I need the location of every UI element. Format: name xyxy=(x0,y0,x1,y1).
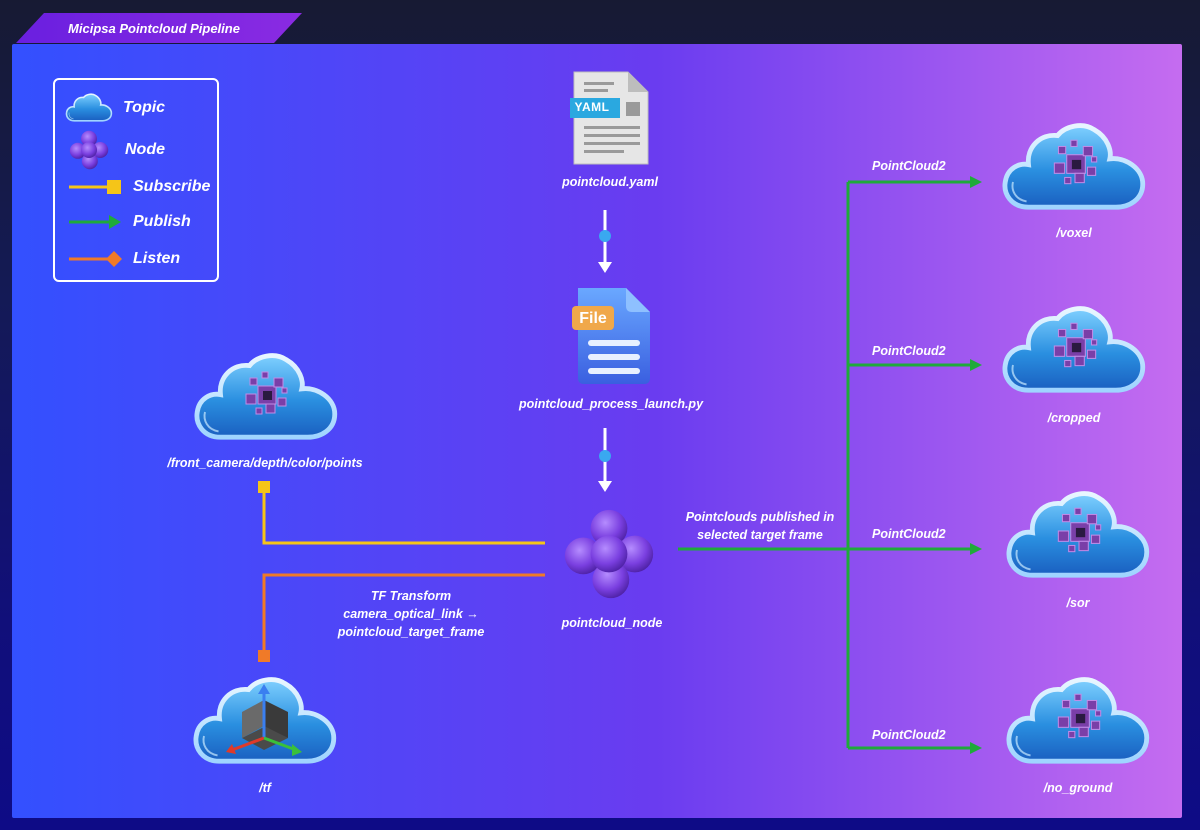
yaml-to-launch-dot xyxy=(599,230,611,242)
listen-terminal xyxy=(258,650,270,662)
pointcloud2-label-sor: PointCloud2 xyxy=(872,527,946,541)
yaml-file-icon xyxy=(570,71,649,165)
listen-line-icon xyxy=(69,251,122,267)
legend-node-label: Node xyxy=(125,141,165,158)
voxel-topic-label: /voxel xyxy=(1056,226,1092,240)
tf-topic-label: /tf xyxy=(259,781,271,795)
input-topic-cloud-icon xyxy=(192,352,340,444)
publish-arrow-icon xyxy=(69,215,121,229)
axes-icon xyxy=(226,684,302,756)
input-topic-label: /front_camera/depth/color/points xyxy=(167,456,363,470)
publish-edge-label-line1: Pointclouds published in xyxy=(685,510,835,524)
tf-edge-label-line1: TF Transform xyxy=(370,589,452,603)
sor-topic-label: /sor xyxy=(1066,596,1090,610)
pointcloud2-label-cropped: PointCloud2 xyxy=(872,344,946,358)
legend-listen-label: Listen xyxy=(133,250,181,267)
cropped-topic-cloud-icon xyxy=(1000,305,1148,397)
diagram-title: Micipsa Pointcloud Pipeline xyxy=(68,20,240,36)
legend-publish: Publish xyxy=(65,207,191,237)
pointcloud-node-icon xyxy=(564,509,654,599)
legend: Topic Node Subscribe Publish Listen xyxy=(53,78,219,282)
legend-subscribe: Subscribe xyxy=(65,172,210,202)
voxel-topic-cloud-icon xyxy=(1000,122,1148,214)
launch-file-icon xyxy=(572,288,650,384)
legend-node: Node xyxy=(65,130,165,170)
subscribe-terminal xyxy=(258,481,270,493)
launch-file-label: pointcloud_process_launch.py xyxy=(518,397,704,411)
sor-topic-cloud-icon xyxy=(1004,490,1152,582)
listen-line xyxy=(262,573,545,652)
cropped-topic-label: /cropped xyxy=(1047,411,1101,425)
no-ground-topic-cloud-icon xyxy=(1004,676,1152,768)
legend-publish-label: Publish xyxy=(133,213,191,230)
subscribe-line-icon xyxy=(69,180,121,194)
title-tab: Micipsa Pointcloud Pipeline xyxy=(16,13,302,43)
tf-topic-cloud-icon xyxy=(192,676,338,768)
no-ground-topic-label: /no_ground xyxy=(1043,781,1113,795)
yaml-file-label: pointcloud.yaml xyxy=(562,175,658,189)
publish-edge-label-line2: selected target frame xyxy=(697,528,823,542)
launch-to-node-dot xyxy=(599,450,611,462)
subscribe-line xyxy=(262,493,545,545)
yaml-badge: YAML xyxy=(574,100,610,114)
legend-topic: Topic xyxy=(65,93,165,123)
pointcloud2-label-voxel: PointCloud2 xyxy=(872,159,946,173)
legend-topic-label: Topic xyxy=(123,99,166,116)
launch-file-badge: File xyxy=(579,310,607,327)
tf-edge-label-line2: camera_optical_link → xyxy=(343,607,479,621)
pointcloud-node-label: pointcloud_node xyxy=(561,616,663,630)
legend-subscribe-label: Subscribe xyxy=(133,178,211,195)
pointcloud2-label-no-ground: PointCloud2 xyxy=(872,728,946,742)
legend-listen: Listen xyxy=(65,244,180,274)
tf-edge-label-line3: pointcloud_target_frame xyxy=(337,625,485,639)
